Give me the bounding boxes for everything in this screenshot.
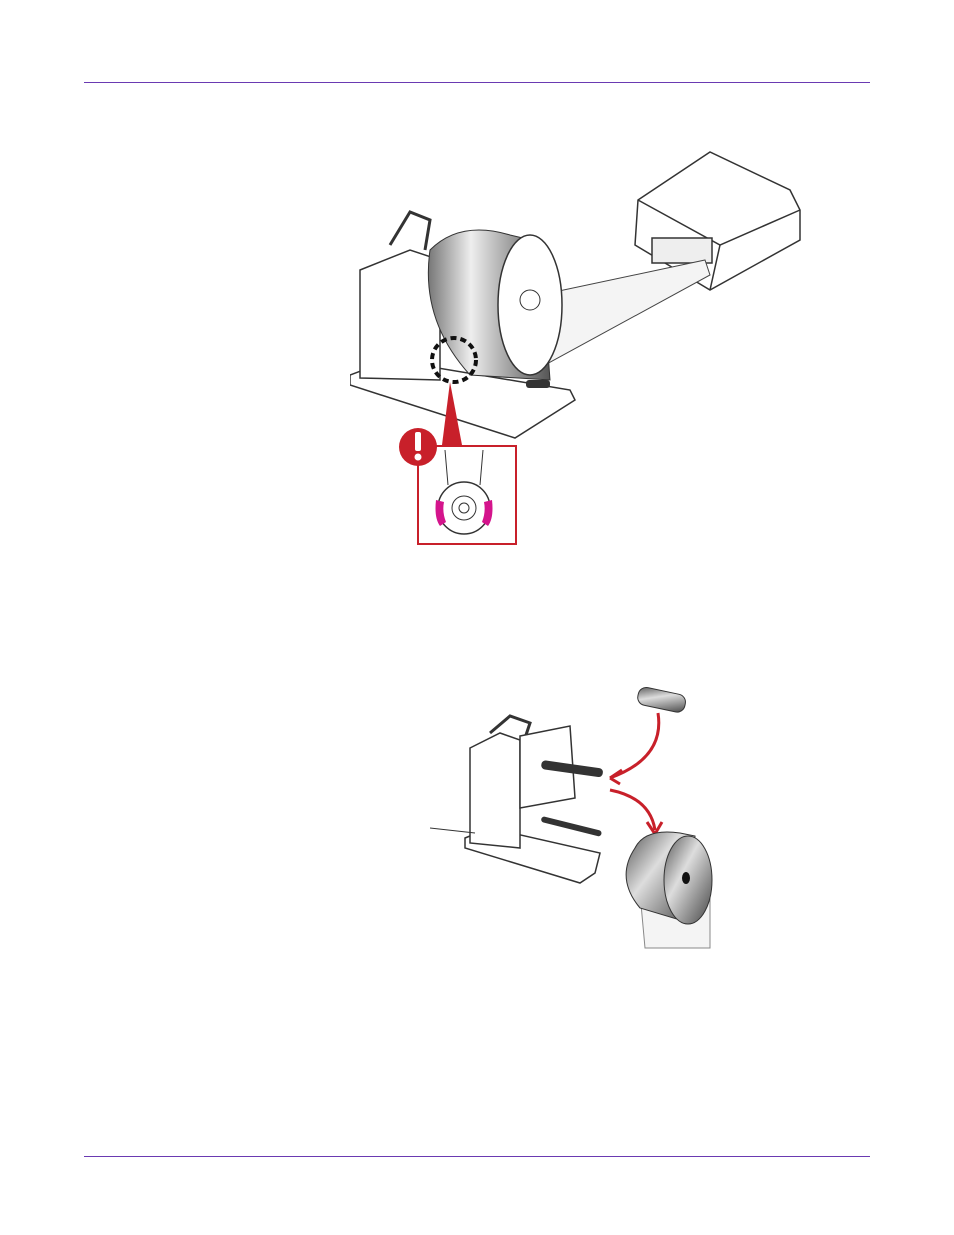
highlight-circle [430,336,478,384]
curved-arrow-icon [609,788,657,831]
curved-arrow-icon [609,712,661,780]
core-insertion-illustration [430,686,713,949]
exclamation-icon [399,428,437,466]
label-web [539,259,711,366]
footer-rule [84,1156,870,1157]
header-rule [84,82,870,83]
rewinder-printer-illustration [350,151,801,545]
printer [634,151,801,291]
paper-core [637,686,686,713]
